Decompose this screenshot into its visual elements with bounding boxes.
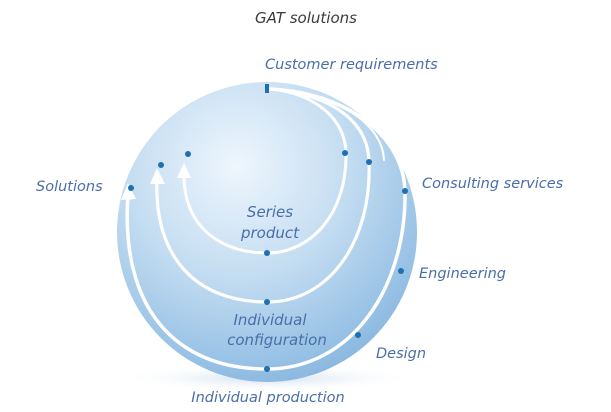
node-dot — [402, 188, 408, 194]
customer-requirements-marker — [265, 84, 269, 93]
node-dot — [398, 268, 404, 274]
label-engineering: Engineering — [419, 266, 506, 282]
node-dot — [355, 332, 361, 338]
series-product-arrowhead — [177, 163, 191, 178]
label-individual-configuration-line1: Individual — [233, 311, 307, 329]
sphere — [117, 82, 417, 382]
arrowheads — [121, 163, 191, 200]
series-product-arc — [182, 87, 348, 255]
individual-production-arc — [125, 87, 407, 371]
node-dot — [185, 151, 191, 157]
label-individual-configuration-line2: configuration — [227, 331, 327, 349]
individual-production-arrowhead — [121, 183, 136, 200]
node-dot — [158, 162, 164, 168]
individual-configuration-arc — [155, 87, 371, 304]
label-series-product-line1: Series — [247, 203, 293, 221]
label-solutions: Solutions — [36, 179, 103, 195]
label-series-product-line2: product — [240, 224, 300, 242]
diagram-title: GAT solutions — [255, 9, 357, 27]
node-dots — [128, 150, 408, 372]
label-individual-production: Individual production — [191, 390, 344, 406]
label-design: Design — [376, 346, 426, 362]
label-consulting-services: Consulting services — [422, 176, 564, 192]
individual-configuration-arrowhead — [150, 168, 165, 184]
node-dot — [342, 150, 348, 156]
node-dot — [366, 159, 372, 165]
node-dot — [264, 250, 270, 256]
flow-arcs — [125, 87, 407, 371]
node-dot — [264, 366, 270, 372]
top-connector-arc — [268, 88, 385, 161]
node-dot — [264, 299, 270, 305]
label-customer-requirements: Customer requirements — [265, 57, 438, 73]
node-dot — [128, 185, 134, 191]
